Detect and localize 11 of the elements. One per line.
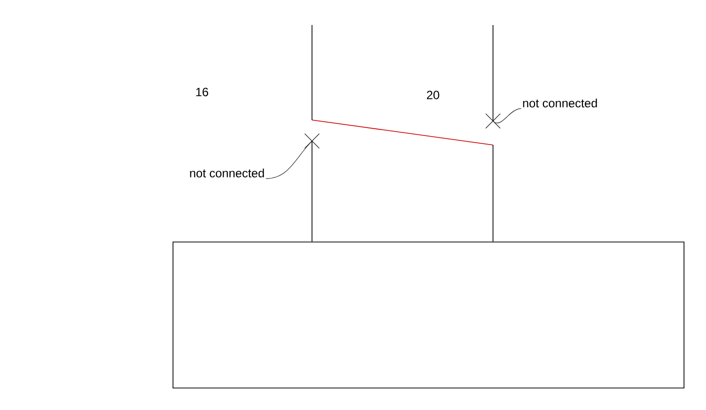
wire-number: 20 bbox=[426, 90, 440, 100]
leader-line bbox=[492, 108, 522, 124]
note-text: not connected bbox=[523, 98, 597, 108]
wire bbox=[492, 24, 494, 122]
cross-mark bbox=[485, 113, 501, 129]
component-box bbox=[172, 242, 684, 388]
wire bbox=[312, 24, 494, 242]
leader-line bbox=[266, 140, 312, 179]
wire-number: 16 bbox=[196, 88, 208, 96]
cross-mark bbox=[304, 133, 320, 149]
note-text: not connected bbox=[190, 168, 264, 178]
